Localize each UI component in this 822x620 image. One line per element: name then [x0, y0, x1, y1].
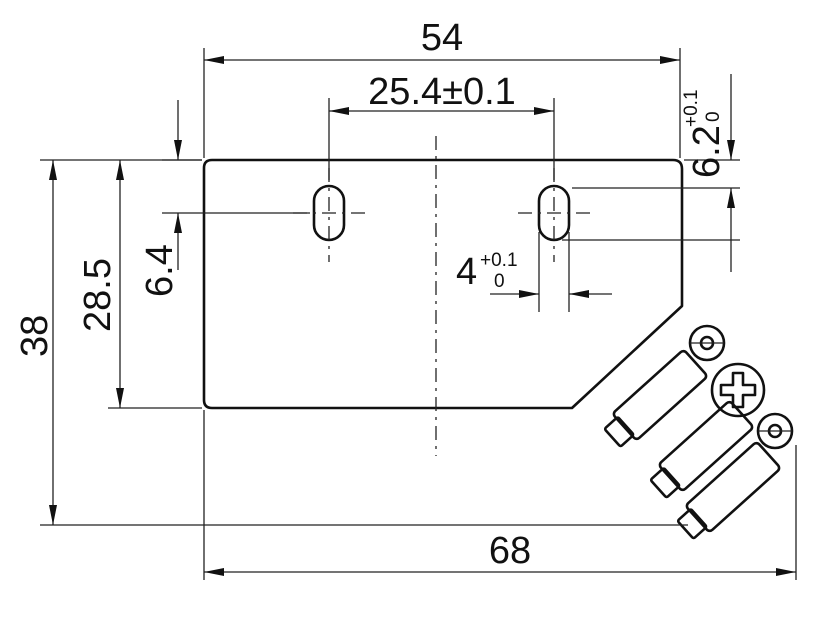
- dim-6-2: 6.2 +0.1 0: [572, 74, 740, 272]
- dim-6-4-label: 6.4: [139, 244, 181, 297]
- dim-25-4-label: 25.4±0.1: [368, 71, 516, 113]
- slot-right: [518, 168, 595, 262]
- dim-4-tol-lower: 0: [494, 271, 505, 292]
- dim-4-label: 4: [456, 251, 477, 293]
- dim-4-tol-upper: +0.1: [480, 250, 518, 271]
- dim-6-4: 6.4: [139, 100, 310, 297]
- connector-block: [603, 324, 794, 540]
- dim-4: 4 +0.1 0: [456, 232, 740, 312]
- dim-6-2-tol-upper: +0.1: [681, 89, 702, 127]
- dim-6-2-tol-lower: 0: [703, 111, 724, 122]
- dim-28-5: 28.5: [40, 159, 202, 409]
- dim-54-label: 54: [421, 17, 463, 59]
- screw-icon: [710, 362, 766, 418]
- dim-68-label: 68: [489, 530, 531, 572]
- slot-left: [293, 168, 370, 262]
- dim-38-label: 38: [14, 315, 56, 357]
- dim-28-5-label: 28.5: [77, 258, 119, 332]
- dim-25-4: 25.4±0.1: [328, 71, 555, 180]
- dim-6-2-label: 6.2: [686, 125, 728, 178]
- dim-68: 68: [203, 410, 797, 580]
- dim-54: 54: [203, 17, 681, 158]
- body-outline: [202, 158, 684, 410]
- dim-38: 38: [14, 160, 688, 526]
